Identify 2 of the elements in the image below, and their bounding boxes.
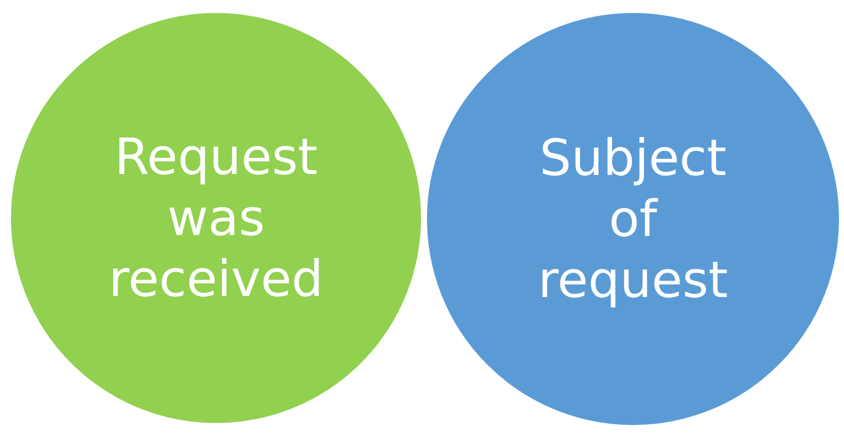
circle-label: Subject of request bbox=[536, 128, 730, 310]
circle-label: Request was received bbox=[108, 126, 324, 310]
